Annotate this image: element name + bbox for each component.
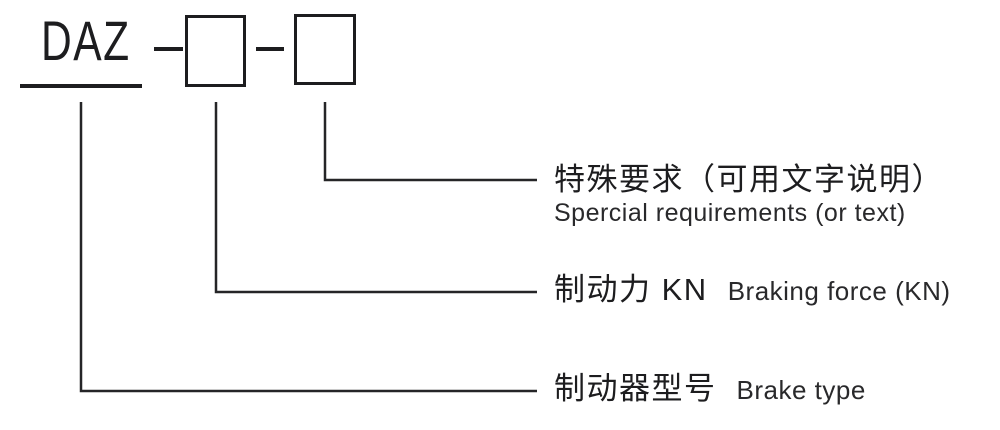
label-brake-type-en: Brake type — [736, 375, 866, 405]
leader-line-brake-type — [79, 102, 537, 393]
braking-force-placeholder-box — [185, 15, 246, 87]
label-brake-type: 制动器型号 Brake type — [554, 371, 866, 407]
special-requirements-placeholder-box — [294, 14, 356, 85]
model-prefix-underline — [20, 84, 142, 88]
label-special-requirements-zh: 特殊要求（可用文字说明） — [554, 162, 944, 197]
code-separator-dash-1 — [154, 47, 183, 51]
code-separator-dash-2 — [256, 47, 284, 51]
label-braking-force-zh: 制动力 KN — [554, 272, 708, 307]
model-prefix: DAZ — [41, 9, 131, 72]
label-brake-type-zh: 制动器型号 — [554, 371, 717, 406]
label-special-requirements: 特殊要求（可用文字说明） Spercial requirements (or t… — [554, 162, 944, 228]
leader-line-braking-force — [214, 102, 537, 294]
label-braking-force-en: Braking force (KN) — [727, 276, 951, 306]
label-braking-force: 制动力 KN Braking force (KN) — [554, 272, 951, 308]
leader-line-special-requirements — [323, 102, 537, 182]
label-special-requirements-en: Spercial requirements (or text) — [554, 199, 906, 227]
